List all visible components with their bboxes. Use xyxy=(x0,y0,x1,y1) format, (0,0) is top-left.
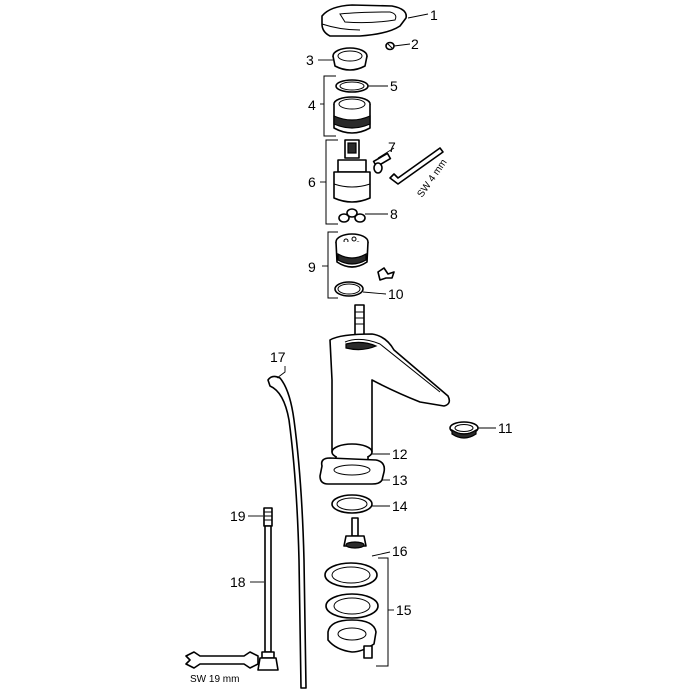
part-6-cartridge xyxy=(333,139,371,203)
bracket-group-9 xyxy=(322,231,338,299)
callout-8: 8 xyxy=(390,206,398,222)
wrench-size-label: SW 19 mm xyxy=(190,674,239,685)
callout-1: 1 xyxy=(430,7,438,23)
callout-6: 6 xyxy=(308,174,316,190)
callout-12: 12 xyxy=(392,446,408,462)
part-4-threaded-ring xyxy=(333,96,371,134)
callout-numbers: 1 2 3 4 5 6 7 8 9 10 11 12 13 14 15 16 1… xyxy=(230,7,513,618)
callout-5: 5 xyxy=(390,78,398,94)
part-5-o-ring xyxy=(335,79,369,93)
callout-11: 11 xyxy=(498,420,513,436)
part-9-valve-insert xyxy=(335,233,369,268)
callout-2: 2 xyxy=(411,36,419,52)
bracket-group-4 xyxy=(320,75,336,137)
callout-17: 17 xyxy=(270,349,286,365)
part-18-19-flexible-hose xyxy=(257,507,279,671)
part-3-cover-ring xyxy=(332,47,368,71)
callout-19: 19 xyxy=(230,508,246,524)
part-8-seals xyxy=(338,208,366,223)
leader-lines xyxy=(248,13,496,583)
part-10-o-ring xyxy=(334,281,364,297)
part-11-aerator xyxy=(449,421,479,439)
callout-10: 10 xyxy=(388,286,404,302)
callout-7: 7 xyxy=(388,139,396,155)
part-14-seal-ring xyxy=(331,494,373,514)
fixing-bolt xyxy=(343,517,367,549)
wrench-tool: SW 19 mm xyxy=(185,651,259,685)
callout-15: 15 xyxy=(396,602,412,618)
callout-16: 16 xyxy=(392,543,408,559)
part-17-lift-rod xyxy=(267,375,307,689)
part-2-grub-screw xyxy=(385,41,395,51)
hex-key-tool: SW 4 mm xyxy=(389,147,450,200)
callout-9: 9 xyxy=(308,259,316,275)
part-13-base-plate xyxy=(319,457,386,485)
callout-13: 13 xyxy=(392,472,408,488)
part-1-lever-handle xyxy=(321,4,408,37)
bracket-group-6 xyxy=(320,139,338,225)
part-16-thin-washer xyxy=(324,562,378,588)
part-9-seal-star xyxy=(377,267,395,281)
callout-4: 4 xyxy=(308,97,316,113)
bracket-group-15 xyxy=(376,557,394,667)
part-15-washer-nut-set xyxy=(325,593,379,659)
part-7-screw xyxy=(372,152,392,174)
faucet-body xyxy=(329,304,451,475)
callout-18: 18 xyxy=(230,574,246,590)
callout-3: 3 xyxy=(306,52,314,68)
callout-14: 14 xyxy=(392,498,408,514)
